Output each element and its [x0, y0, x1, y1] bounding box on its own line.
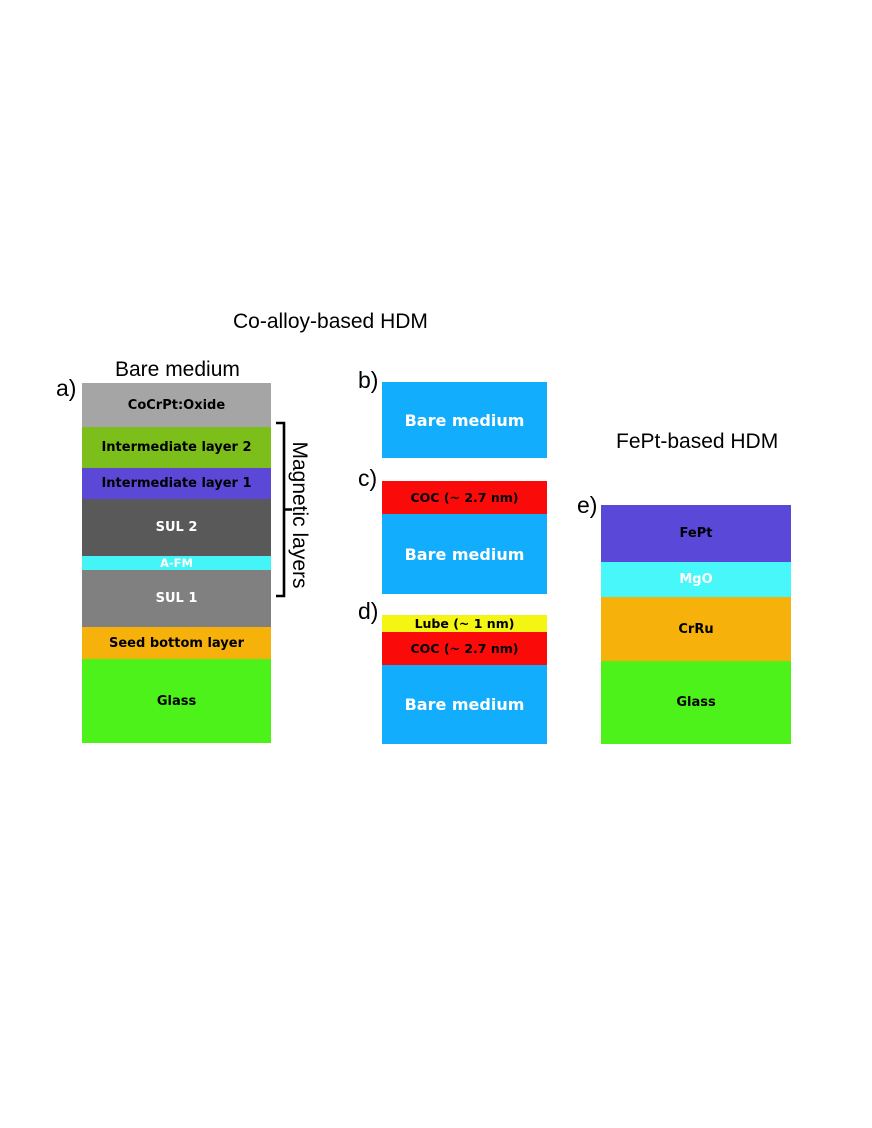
layer-sul-1: SUL 1	[82, 570, 271, 627]
panel-label-e: e)	[577, 492, 598, 518]
layer-a-fm: A-FM	[82, 556, 271, 570]
layer-crru: CrRu	[601, 597, 791, 661]
magnetic-layers-label: Magnetic layers	[288, 441, 311, 589]
layer-glass: Glass	[82, 659, 271, 743]
bare-medium-title: Bare medium	[115, 358, 240, 381]
panel-label-a: a)	[56, 375, 77, 401]
layer-cocrpt-oxide: CoCrPt:Oxide	[82, 383, 271, 427]
layer-intermediate-1: Intermediate layer 1	[82, 468, 271, 499]
layer-bare-medium: Bare medium	[382, 665, 547, 744]
layer-intermediate-2: Intermediate layer 2	[82, 427, 271, 468]
layer-coc: COC (~ 2.7 nm)	[382, 632, 547, 665]
layer-glass: Glass	[601, 661, 791, 744]
layer-sul-2: SUL 2	[82, 499, 271, 556]
layer-mgo: MgO	[601, 562, 791, 597]
fept-title: FePt-based HDM	[616, 430, 779, 453]
layer-lube: Lube (~ 1 nm)	[382, 615, 547, 632]
layer-seed-bottom: Seed bottom layer	[82, 627, 271, 659]
layer-bare-medium: Bare medium	[382, 382, 547, 458]
layer-fept: FePt	[601, 505, 791, 562]
co-alloy-title: Co-alloy-based HDM	[233, 310, 428, 333]
panel-label-d: d)	[358, 598, 379, 624]
panel-label-c: c)	[358, 465, 378, 491]
panel-label-b: b)	[358, 367, 379, 393]
layer-bare-medium: Bare medium	[382, 514, 547, 594]
layer-coc: COC (~ 2.7 nm)	[382, 481, 547, 514]
magnetic-layers-brace	[276, 421, 292, 598]
